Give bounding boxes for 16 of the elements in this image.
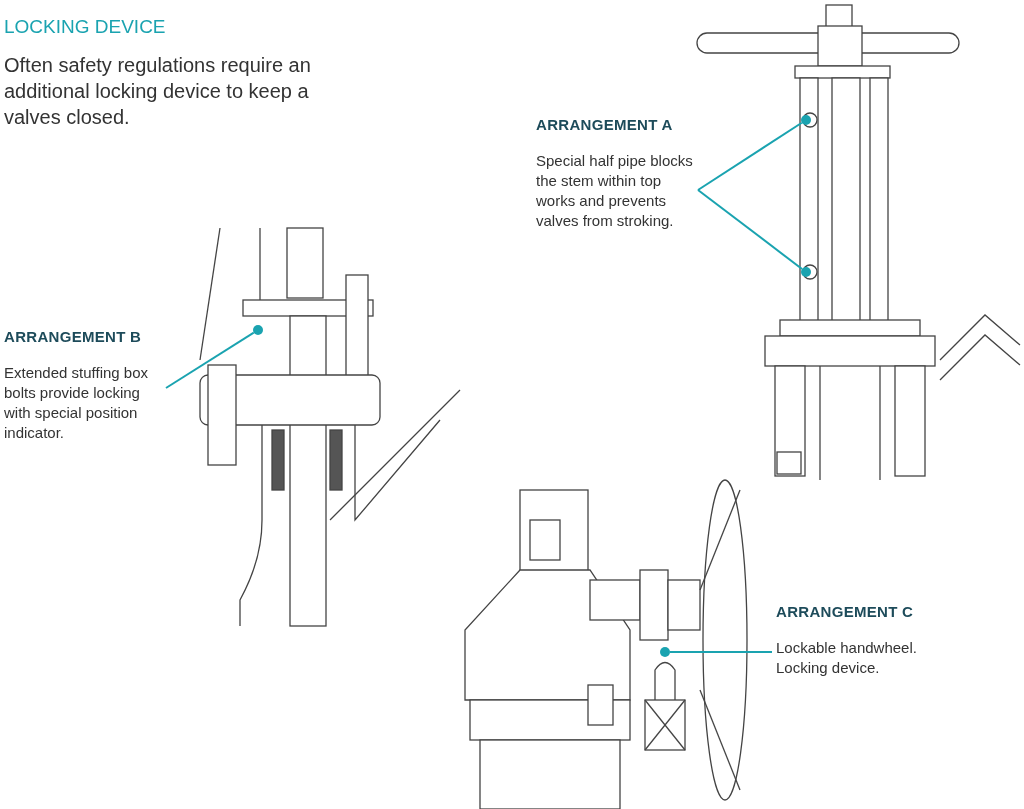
leader-line bbox=[697, 189, 803, 270]
callout-heading: ARRANGEMENT C bbox=[776, 603, 915, 620]
leader-line bbox=[165, 331, 255, 389]
callout-text: Special half pipe blocks the stem within top works and prevents valves from stroking. bbox=[536, 151, 694, 231]
page-title: LOCKING DEVICE bbox=[4, 16, 166, 38]
callout-heading: ARRANGEMENT A bbox=[536, 116, 674, 133]
leader-dot bbox=[801, 115, 811, 125]
intro-paragraph: Often safety regulations require an additional locking device to keep a valves closed. bbox=[4, 53, 312, 130]
callout-heading: ARRANGEMENT B bbox=[4, 328, 143, 345]
leader-line bbox=[697, 121, 803, 191]
leader-dot bbox=[253, 325, 263, 335]
leader-line bbox=[669, 651, 773, 653]
callout-text: Lockable handwheel. Locking device. bbox=[776, 638, 918, 678]
leader-dot bbox=[660, 647, 670, 657]
callout-text: Extended stuffing box bolts provide locking with special position indicator. bbox=[4, 363, 149, 443]
leader-dot bbox=[801, 267, 811, 277]
